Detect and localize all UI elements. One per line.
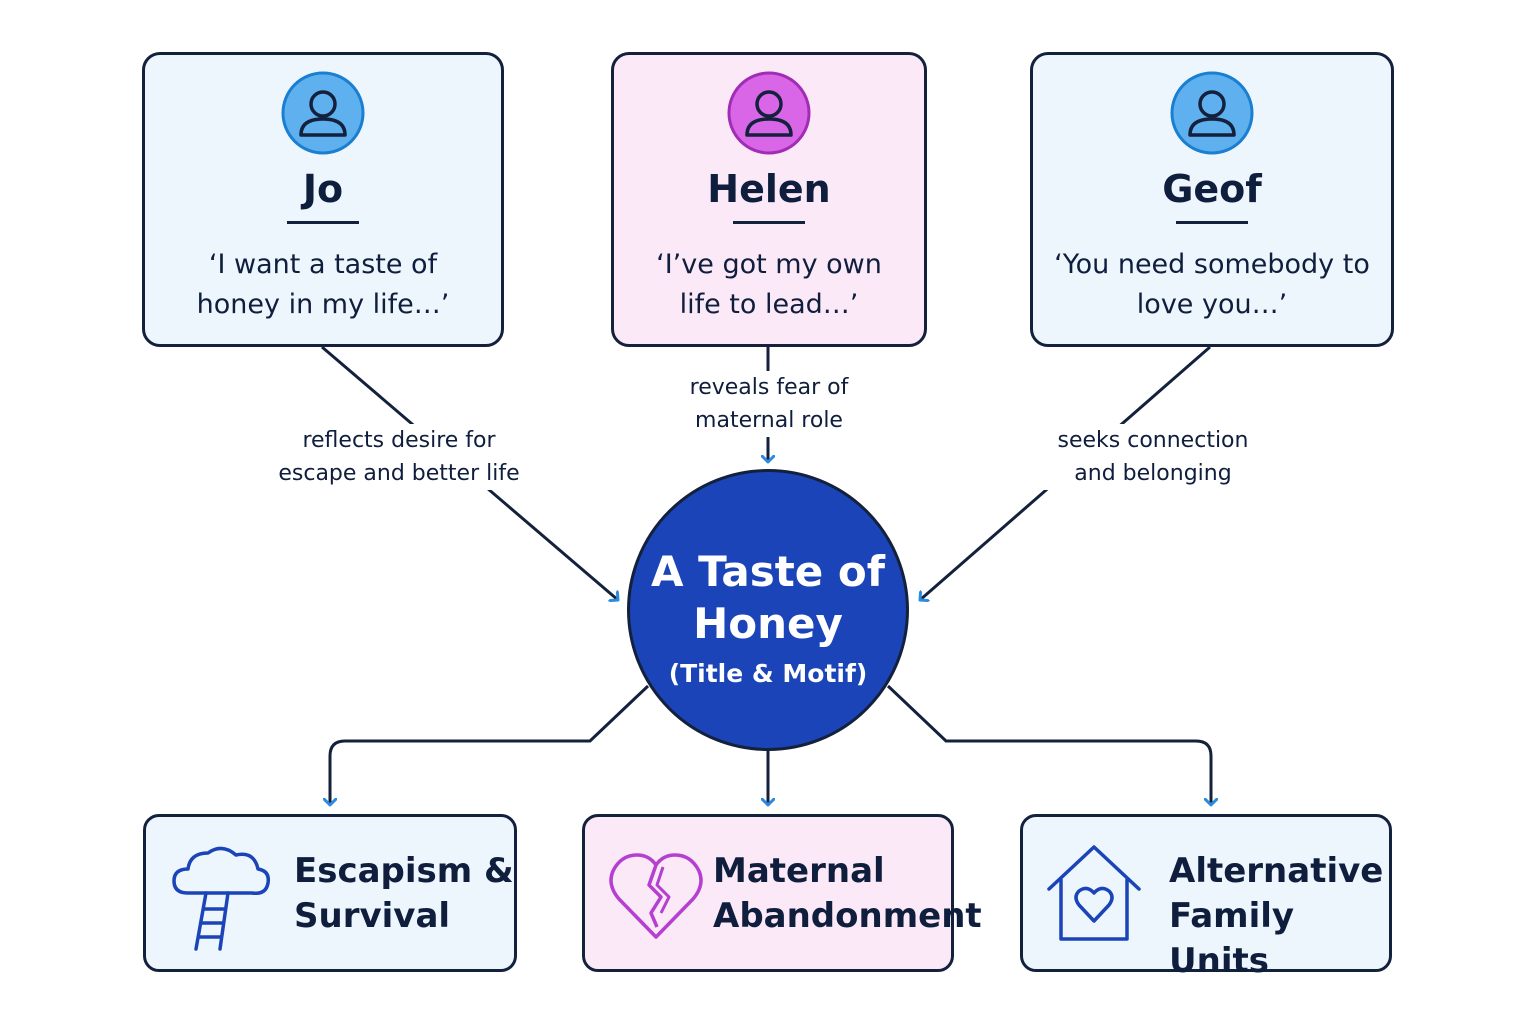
center-node: A Taste of Honey (Title & Motif) bbox=[627, 469, 909, 751]
edge-label-helen: reveals fear of maternal role bbox=[660, 371, 878, 437]
character-quote: ‘You need somebody to love you…’ bbox=[1054, 249, 1370, 320]
character-card-helen: Helen ‘I’ve got my own life to lead…’ bbox=[611, 52, 927, 347]
character-quote: ‘I want a taste of honey in my life…’ bbox=[196, 249, 450, 320]
character-card-jo: Jo ‘I want a taste of honey in my life…’ bbox=[142, 52, 504, 347]
edge-label-text: seeks connection and belonging bbox=[1057, 428, 1249, 486]
theme-label: Maternal Abandonment bbox=[713, 851, 982, 936]
edge-label-jo: reflects desire for escape and better li… bbox=[272, 424, 526, 490]
name-underline bbox=[287, 221, 359, 224]
name-underline bbox=[1176, 221, 1248, 224]
center-title: A Taste of Honey bbox=[650, 547, 885, 648]
character-name: Geof bbox=[1162, 167, 1262, 211]
theme-card-escapism: Escapism & Survival bbox=[143, 814, 517, 972]
connector-family bbox=[886, 684, 1211, 805]
edge-label-text: reveals fear of maternal role bbox=[689, 375, 849, 433]
connector-escapism bbox=[330, 684, 650, 805]
edge-label-text: reflects desire for escape and better li… bbox=[278, 428, 520, 486]
name-underline bbox=[733, 221, 805, 224]
character-name: Helen bbox=[707, 167, 831, 211]
character-quote: ‘I’ve got my own life to lead…’ bbox=[656, 249, 882, 320]
character-name: Jo bbox=[302, 167, 344, 211]
theme-card-family: Alternative Family Units bbox=[1020, 814, 1392, 981]
theme-label: Escapism & Survival bbox=[294, 851, 514, 936]
theme-card-maternal: Maternal Abandonment bbox=[582, 814, 982, 972]
theme-label: Alternative Family Units bbox=[1169, 851, 1384, 981]
person-icon bbox=[1170, 71, 1254, 155]
cloud-ladder-icon bbox=[166, 837, 276, 955]
person-icon bbox=[727, 71, 811, 155]
character-card-geof: Geof ‘You need somebody to love you…’ bbox=[1030, 52, 1394, 347]
edge-label-geof: seeks connection and belonging bbox=[1040, 424, 1266, 490]
house-heart-icon bbox=[1043, 843, 1145, 943]
broken-heart-icon bbox=[607, 849, 705, 943]
center-subtitle: (Title & Motif) bbox=[668, 659, 868, 688]
person-icon bbox=[281, 71, 365, 155]
